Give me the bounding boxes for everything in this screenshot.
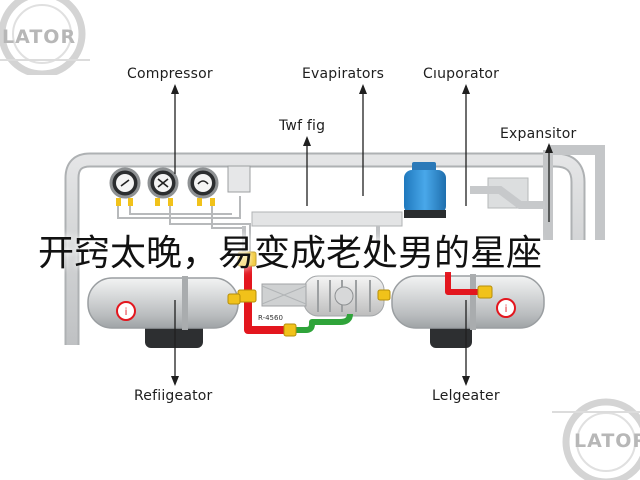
- label-refiigeator: Refiigeator: [134, 388, 213, 404]
- label-cluporator: Cıuporator: [423, 66, 500, 82]
- watermark-seal-top-left: [0, 0, 90, 75]
- label-twf-fig: Twf fig: [279, 118, 326, 134]
- manifold-bar: [251, 211, 403, 227]
- frame-pipe: [64, 145, 605, 345]
- coil-block: [261, 275, 385, 317]
- label-compressor: Compressor: [127, 66, 213, 82]
- label-expansitor: Expansitor: [500, 126, 577, 142]
- left-cylinder-unit: i: [87, 276, 239, 348]
- gauge-cluster: [109, 165, 251, 260]
- label-evapirators: Evapirators: [302, 66, 385, 82]
- fittings: [227, 251, 493, 337]
- green-line: [290, 313, 353, 333]
- leader-arrows: [171, 84, 553, 386]
- receiver-tank: [404, 162, 446, 218]
- svg-text:i: i: [505, 304, 508, 315]
- watermark-text-bottom-right: LATOR: [574, 430, 640, 452]
- right-cylinder-unit: i: [391, 274, 545, 348]
- overlay-caption: 开窍太晚，易变成老处男的星座: [38, 233, 543, 274]
- label-lelgeater: Lelgeater: [432, 388, 500, 404]
- watermark-text-top-left: LATOR: [2, 26, 77, 48]
- watermark-seal-bottom-right: [552, 398, 640, 480]
- svg-text:i: i: [125, 307, 128, 318]
- pipe-tag: R-4560: [258, 314, 283, 322]
